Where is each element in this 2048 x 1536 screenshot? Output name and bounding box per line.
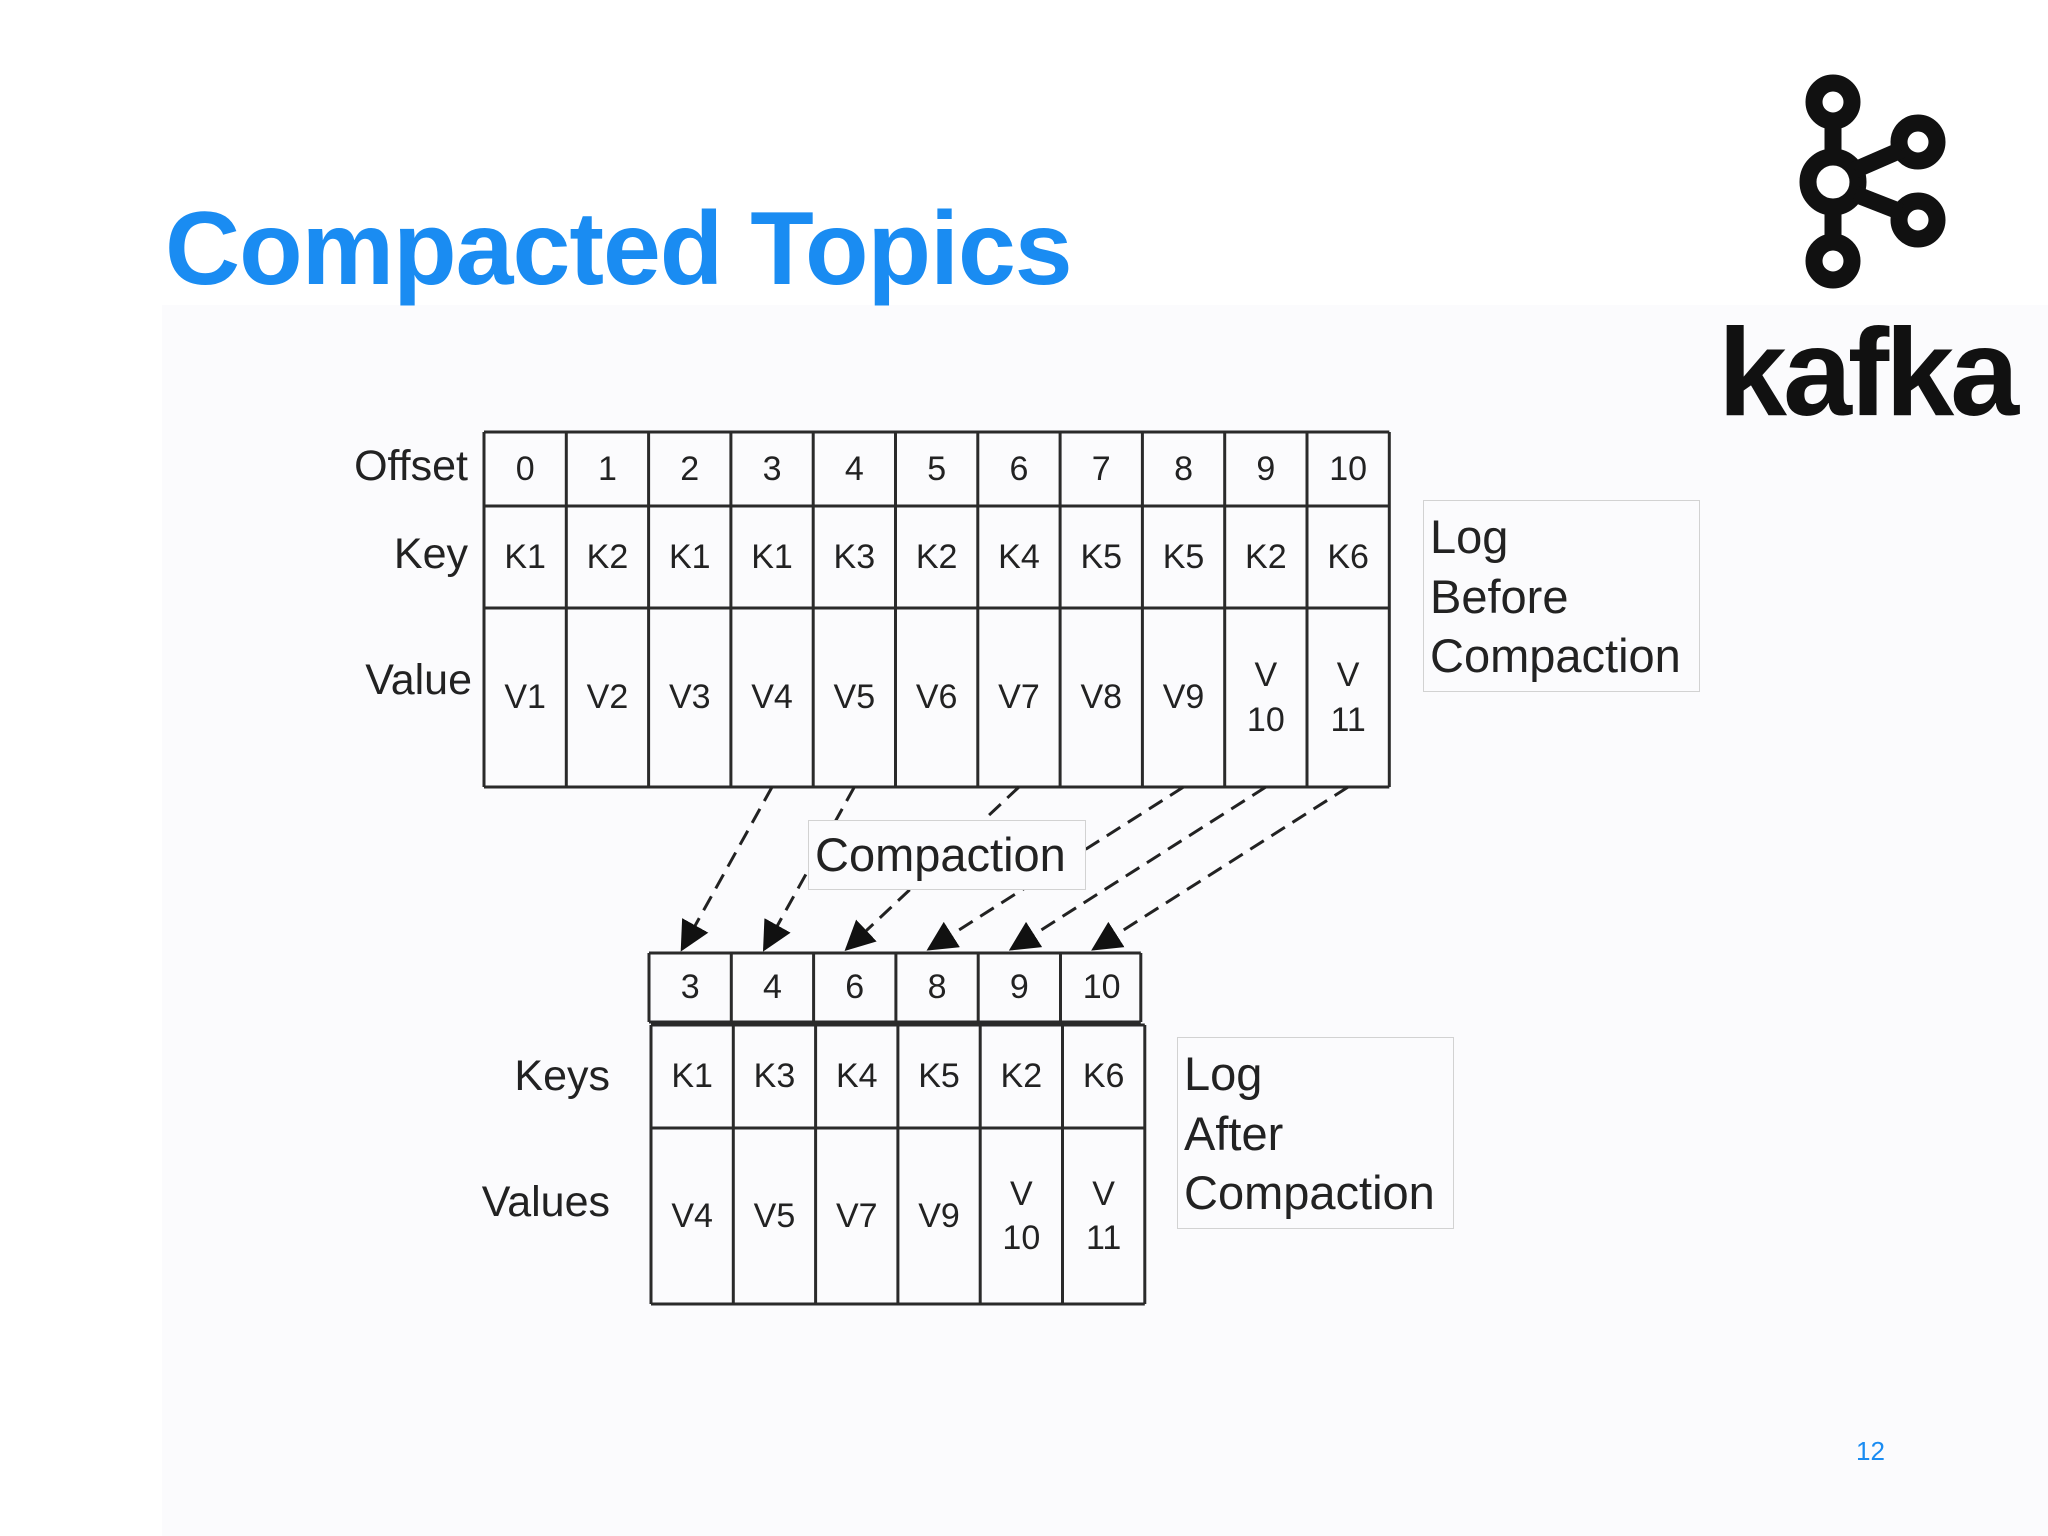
after-key-cell: K3 (753, 1057, 796, 1096)
caption-line: Log (1430, 510, 1509, 563)
after-offset-cell: 8 (927, 968, 947, 1007)
before-key-cell: K4 (998, 537, 1040, 576)
after-key-cell: K1 (671, 1057, 713, 1096)
caption-line: Compaction (1430, 629, 1681, 683)
before-key-cell: K1 (504, 537, 546, 576)
kafka-wordmark: kafka (1718, 304, 2019, 442)
before-offset-cell: 5 (927, 449, 947, 488)
caption-line: After (1184, 1106, 1284, 1160)
before-key-cell: K2 (1245, 537, 1287, 576)
after-value-cell: V9 (918, 1196, 960, 1235)
before-value-cell: V9 (1162, 678, 1205, 717)
before-key-cell: K6 (1327, 537, 1369, 576)
before-key-cell: K3 (833, 537, 876, 576)
compaction-arrow (680, 786, 774, 952)
caption-line: Before (1430, 569, 1569, 623)
before-offset-cell: 3 (762, 449, 782, 488)
slide-background (162, 305, 2048, 1536)
before-key-cell: K1 (751, 537, 793, 576)
page-number: 12 (1856, 1436, 1885, 1466)
before-value-cell: V6 (915, 678, 958, 717)
after-offset-cell: 6 (845, 968, 865, 1007)
before-offset-cell: 10 (1329, 449, 1368, 488)
caption-line: Log (1184, 1047, 1263, 1100)
before-value-cell: V5 (833, 678, 876, 717)
before-value-cell: V2 (586, 678, 629, 717)
before-offset-cell: 7 (1091, 449, 1111, 488)
before-offset-cell: 8 (1174, 449, 1193, 488)
row-label-offset: Offset (354, 442, 468, 490)
before-key-cell: K2 (586, 537, 629, 576)
before-compaction-caption: Log Before Compaction (1423, 500, 1700, 692)
after-key-cell: K5 (918, 1057, 960, 1096)
after-key-cell: K6 (1082, 1057, 1125, 1096)
slide-title: Compacted Topics (165, 191, 1073, 307)
before-offset-cell: 2 (680, 449, 700, 488)
before-offset-cell: 1 (597, 449, 617, 488)
before-value-cell: V7 (998, 678, 1040, 717)
before-value-cell: V8 (1080, 678, 1123, 717)
before-offset-cell: 9 (1256, 449, 1276, 488)
before-value-cell: V 10 (1246, 656, 1285, 739)
kafka-logo-icon (1799, 74, 1946, 289)
row-label-key: Key (393, 530, 468, 578)
before-key-cell: K5 (1162, 537, 1205, 576)
after-offset-cell: 4 (762, 968, 782, 1007)
before-key-cell: K5 (1080, 537, 1123, 576)
after-offset-cell: 10 (1082, 968, 1121, 1007)
after-offset-cell: 3 (680, 968, 700, 1007)
before-value-cell: V3 (668, 678, 711, 717)
row-label-values: Values (481, 1178, 610, 1226)
after-compaction-caption: Log After Compaction (1177, 1037, 1454, 1229)
after-value-cell: V 10 (1002, 1174, 1041, 1257)
before-offset-cell: 4 (844, 449, 864, 488)
caption-line: Compaction (1184, 1166, 1435, 1220)
after-value-cell: V7 (835, 1196, 878, 1235)
after-key-cell: K4 (835, 1057, 878, 1096)
after-value-cell: V 11 (1086, 1174, 1122, 1257)
after-offset-cell: 9 (1009, 968, 1029, 1007)
after-value-cell: V5 (753, 1196, 796, 1235)
compaction-label-text: Compaction (815, 828, 1066, 881)
before-key-cell: K1 (668, 537, 711, 576)
before-key-cell: K2 (915, 537, 958, 576)
compaction-arrow (1091, 785, 1349, 951)
before-value-cell: V4 (751, 678, 793, 717)
before-value-cell: V1 (504, 678, 546, 717)
row-label-value: Value (365, 656, 472, 704)
row-label-keys: Keys (514, 1052, 610, 1100)
before-offset-cell: 0 (515, 449, 535, 488)
compaction-arrow (762, 786, 856, 952)
before-value-cell: V 11 (1330, 656, 1366, 739)
compaction-arrow (844, 785, 1020, 952)
compaction-label: Compaction (808, 820, 1086, 890)
compaction-arrow (1008, 785, 1267, 951)
before-offset-cell: 6 (1009, 449, 1029, 488)
after-value-cell: V4 (671, 1196, 713, 1235)
after-key-cell: K2 (1000, 1057, 1043, 1096)
